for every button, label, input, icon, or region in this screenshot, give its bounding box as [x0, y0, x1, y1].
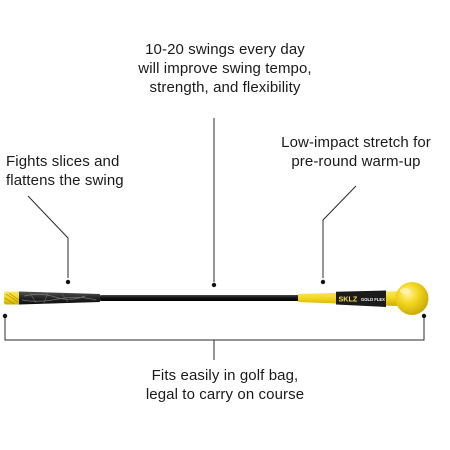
- sleeve-label: [336, 290, 386, 307]
- caption-golf-bag: Fits easily in golf bag, legal to carry …: [0, 366, 450, 404]
- callout-slices: [27, 195, 71, 285]
- caption-line: Low-impact stretch for: [281, 134, 431, 151]
- caption-tempo: 10-20 swings every day will improve swin…: [0, 40, 450, 97]
- callout-warm-up: [320, 185, 357, 285]
- caption-line: 10-20 swings every day: [145, 41, 305, 58]
- brand-marking: SKLZ: [339, 294, 358, 303]
- caption-line: will improve swing tempo,: [138, 60, 312, 77]
- swing-trainer: SKLZ GOLD FLEX: [4, 282, 429, 315]
- caption-line: strength, and flexibility: [149, 79, 301, 96]
- trainer-shaft: [100, 295, 300, 301]
- caption-line: legal to carry on course: [145, 386, 305, 403]
- caption-line: pre-round warm-up: [291, 153, 421, 170]
- callout-golf-bag: [2, 313, 427, 360]
- caption-line: flattens the swing: [6, 172, 124, 189]
- weighted-head: [395, 282, 429, 315]
- caption-slices: Fights slices and flattens the swing: [6, 152, 124, 190]
- caption-warm-up: Low-impact stretch for pre-round warm-up: [270, 133, 442, 171]
- callout-tempo: [211, 118, 217, 288]
- caption-line: Fits easily in golf bag,: [151, 367, 299, 384]
- caption-line: Fights slices and: [6, 153, 120, 170]
- model-marking: GOLD FLEX: [361, 297, 385, 302]
